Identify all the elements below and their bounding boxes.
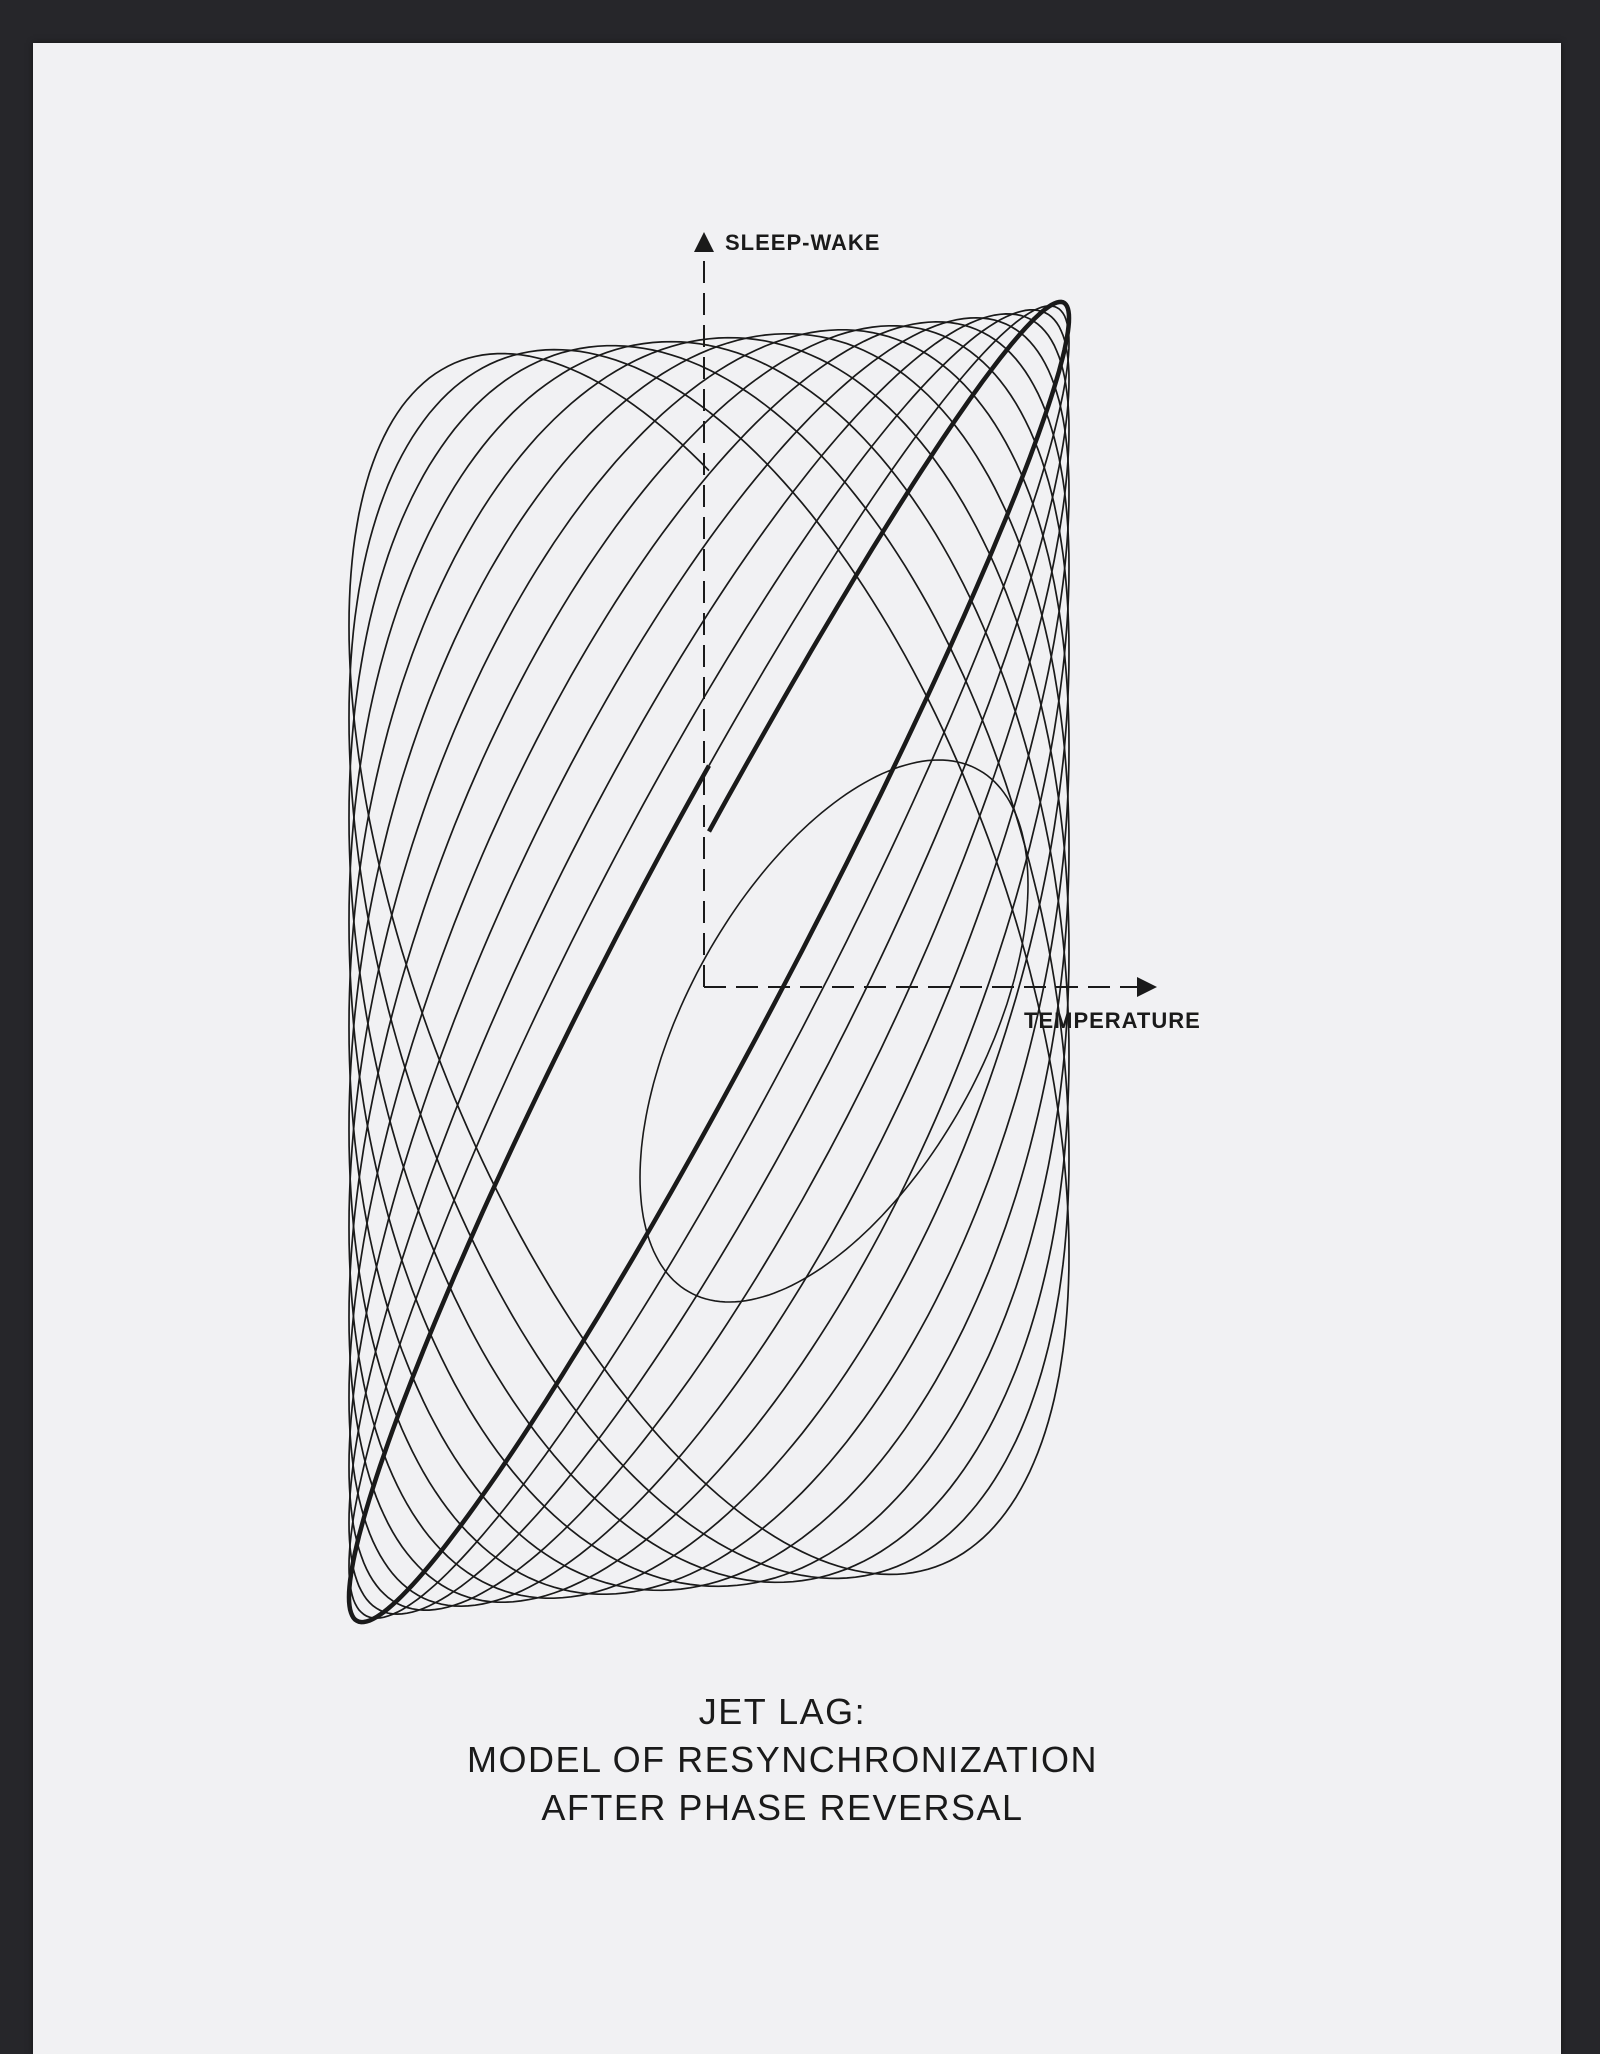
cycle-curve (348, 324, 1070, 1600)
title-line-2: MODEL OF RESYNCHRONIZATION (466, 1739, 1099, 1780)
cycle-curve (348, 309, 1070, 1615)
paper-sheet (33, 43, 1561, 2054)
y-axis-label: SLEEP-WAKE (725, 230, 881, 255)
cycle-curve (348, 336, 1070, 1588)
title-line-3: AFTER PHASE REVERSAL (541, 1787, 1024, 1828)
cycle-curve (348, 328, 1070, 1596)
cycle-curve (348, 305, 1070, 1619)
figure-title: JET LAG: MODEL OF RESYNCHRONIZATION AFTE… (0, 1688, 1565, 1832)
cycle-curve (348, 344, 1070, 1584)
title-line-1: JET LAG: (698, 1691, 867, 1732)
x-axis-label: TEMPERATURE (1024, 1008, 1201, 1033)
cycle-curve (348, 313, 1070, 1611)
cycle-curve (348, 352, 1070, 1576)
final-cycle-curve (346, 299, 1072, 1625)
cycle-curve (348, 332, 1070, 1592)
cycle-curve (348, 348, 1070, 1580)
cycle-curve (348, 316, 1070, 1608)
cycle-curve (348, 320, 1070, 1604)
